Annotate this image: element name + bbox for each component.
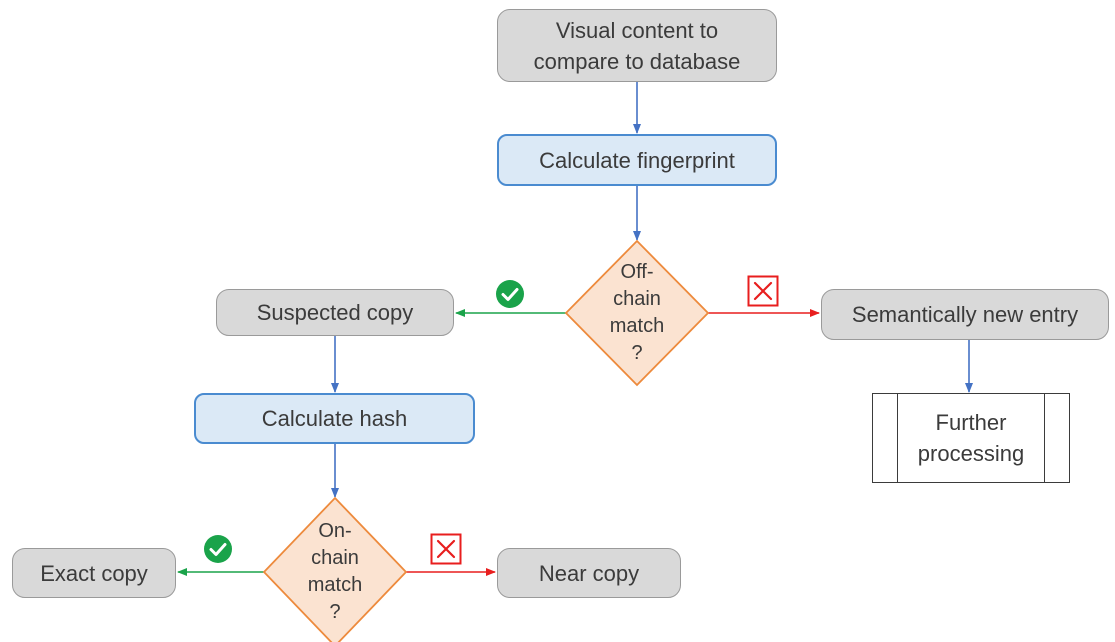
decision-offchain-line-3: match [609, 315, 665, 337]
decision-offchain-line-2: chain [613, 288, 661, 310]
red-x-icon [747, 275, 779, 307]
node-near-copy: Near copy [497, 548, 681, 598]
decision-offchain-match [564, 239, 710, 387]
green-check-icon [496, 280, 524, 308]
node-calculate-hash-label: Calculate hash [261, 406, 408, 431]
node-semantically-new-entry: Semantically new entry [821, 289, 1109, 340]
node-visual-content: Visual content to compare to database [497, 9, 777, 82]
node-exact-copy: Exact copy [12, 548, 176, 598]
decision-onchain-line-4: ? [329, 601, 341, 623]
node-near-copy-label: Near copy [538, 560, 640, 586]
decision-onchain-match [262, 496, 408, 642]
node-calculate-fingerprint-label: Calculate fingerprint [539, 147, 735, 173]
decision-onchain-line-1: On- [318, 520, 352, 542]
red-x-icon [430, 533, 462, 565]
process-right-bar [1044, 394, 1045, 482]
green-check-icon [204, 535, 232, 563]
decision-offchain-line-1: Off- [620, 261, 654, 283]
node-semantically-new-entry-label: Semantically new entry [851, 302, 1079, 327]
node-further-processing: Further processing [872, 393, 1070, 483]
decision-offchain-line-4: ? [631, 342, 643, 364]
node-further-processing-label: Further processing [917, 410, 1025, 466]
node-suspected-copy: Suspected copy [216, 289, 454, 336]
decision-onchain-line-3: match [307, 574, 363, 596]
process-left-bar [897, 394, 898, 482]
node-suspected-copy-label: Suspected copy [256, 300, 414, 325]
node-exact-copy-label: Exact copy [40, 560, 148, 586]
node-calculate-fingerprint: Calculate fingerprint [497, 134, 777, 186]
decision-offchain-text: Off- chain match ? [597, 259, 677, 367]
decision-onchain-line-2: chain [311, 547, 359, 569]
decision-onchain-text: On- chain match ? [295, 518, 375, 626]
node-calculate-hash: Calculate hash [194, 393, 475, 444]
node-visual-content-label: Visual content to compare to database [533, 17, 741, 74]
